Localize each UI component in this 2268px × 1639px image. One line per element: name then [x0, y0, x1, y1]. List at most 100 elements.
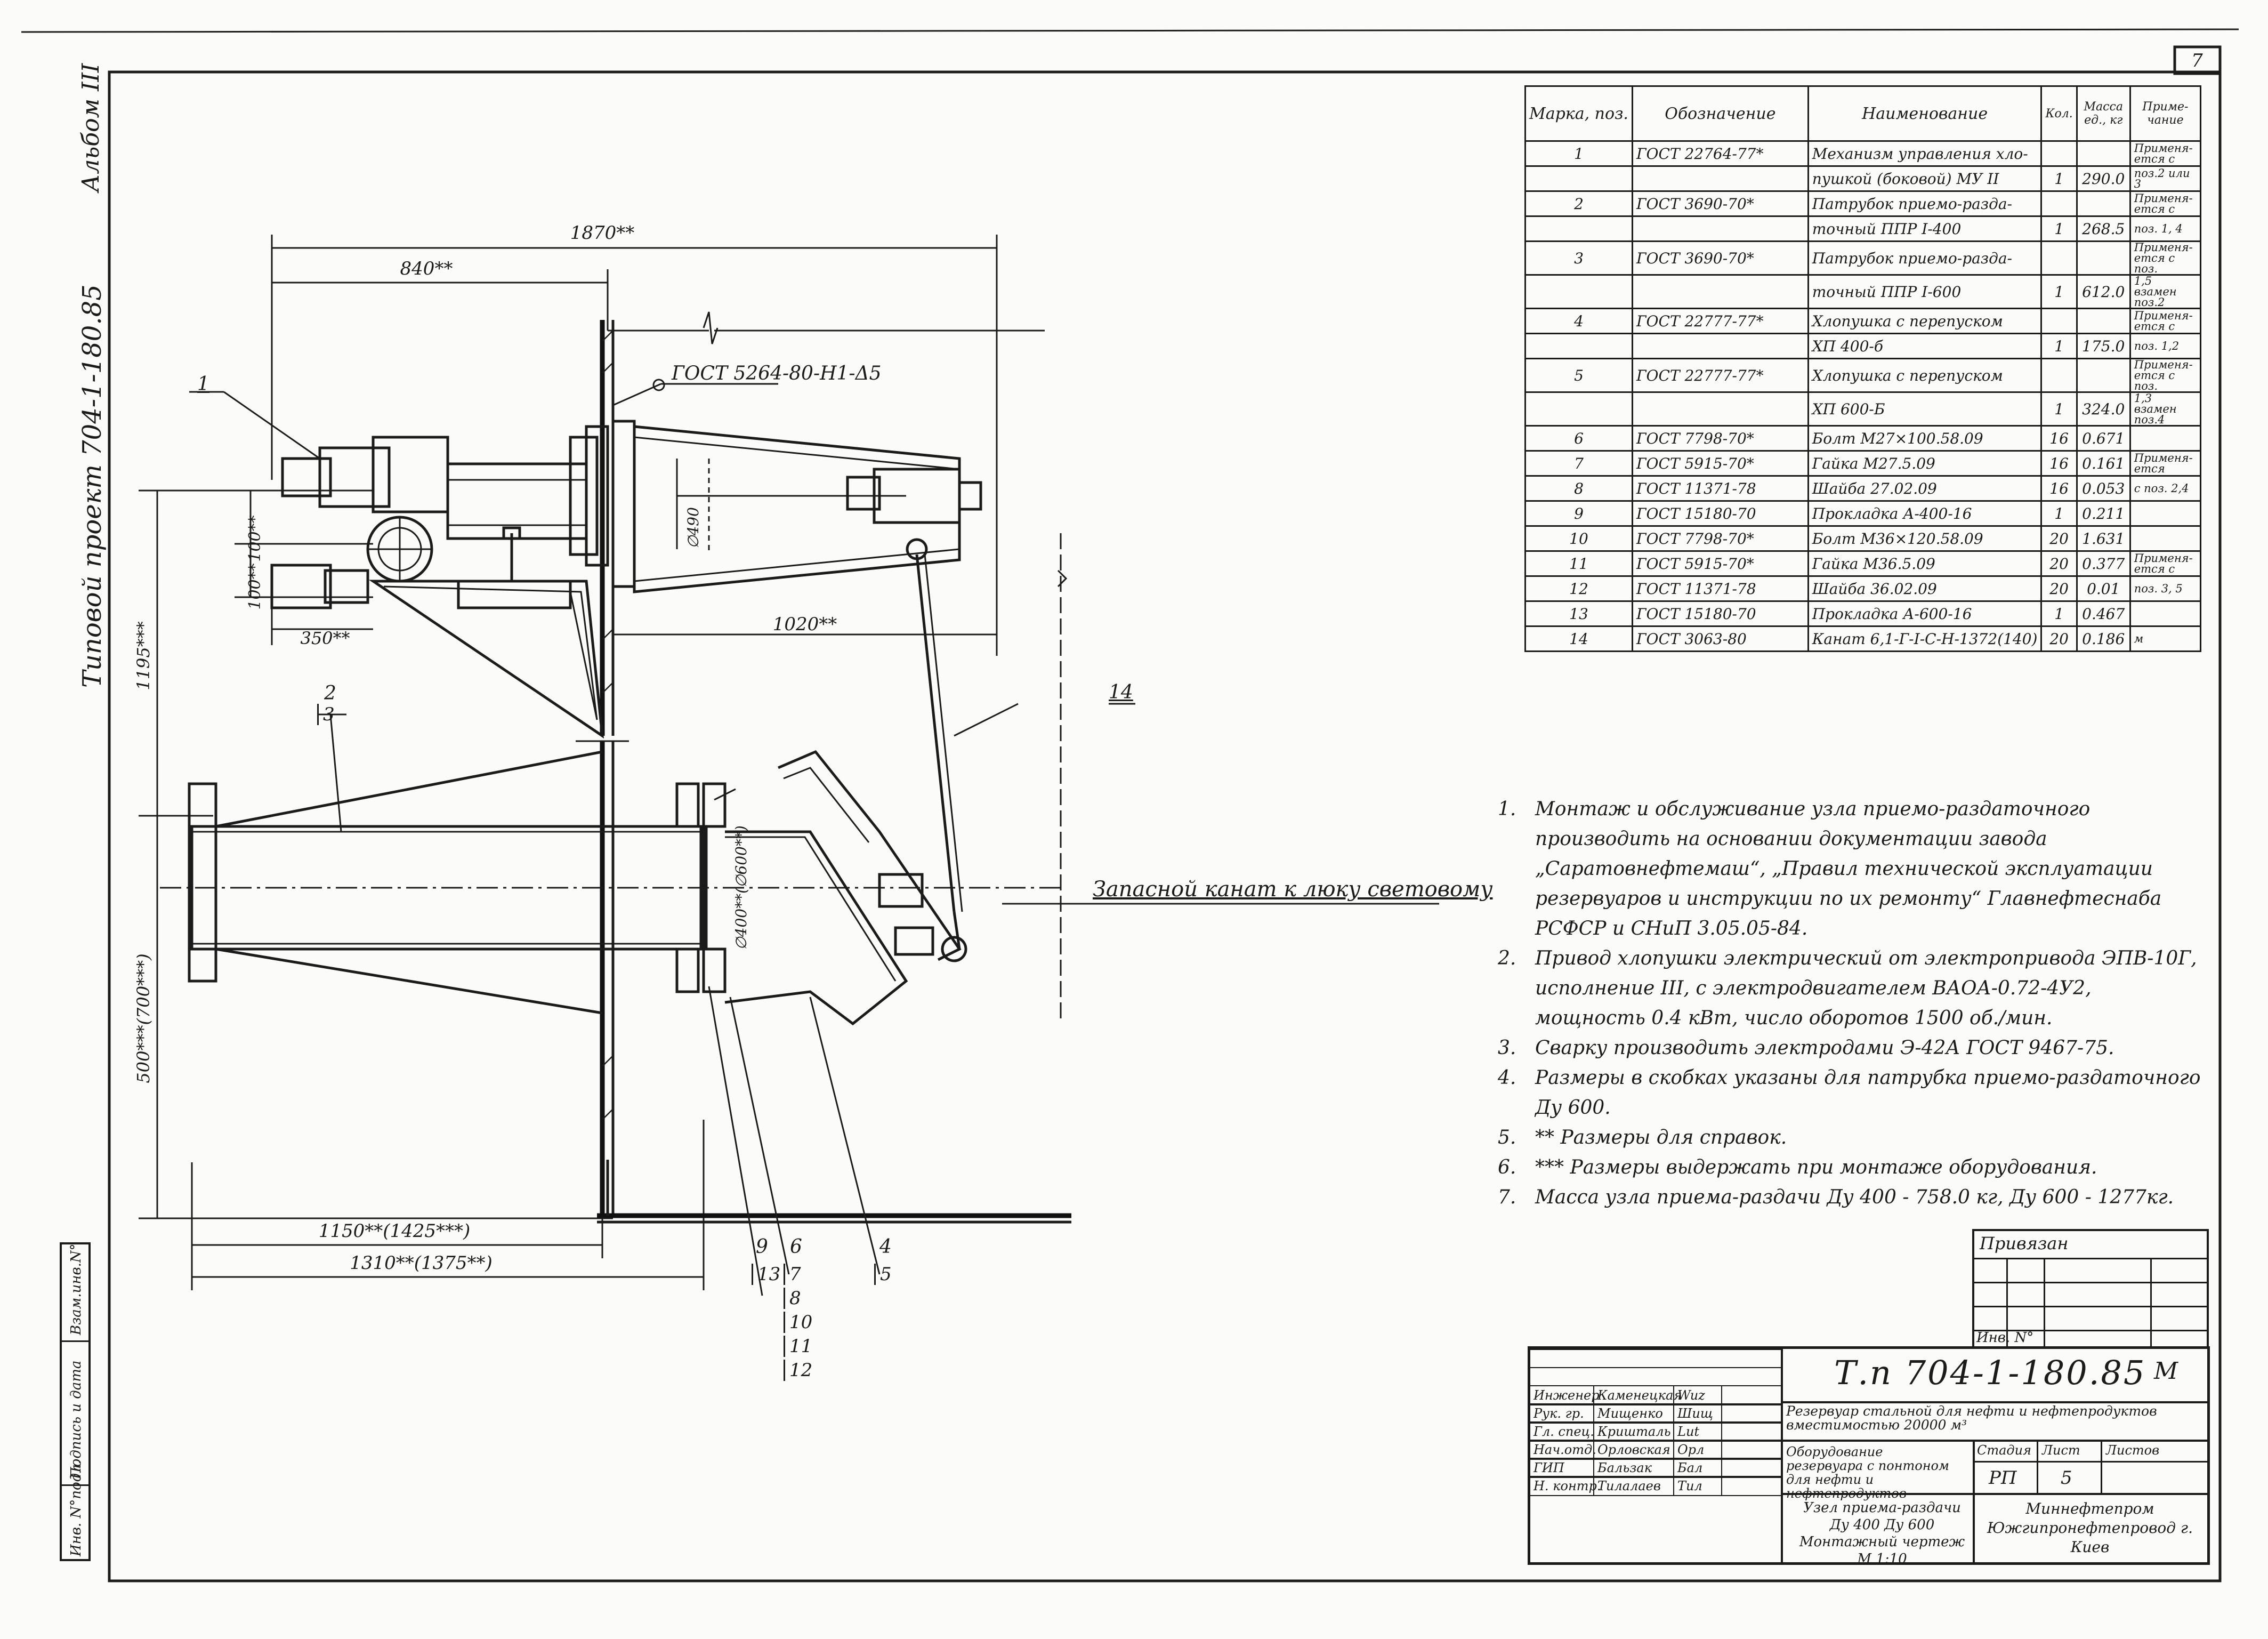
- spec-mark: 2: [1524, 190, 1633, 217]
- spec-designation: ГОСТ 7798-70*: [1631, 425, 1809, 452]
- callout-6: 6: [790, 1236, 802, 1258]
- dim-1195: 1195***: [133, 621, 154, 690]
- spec-qty: [2040, 190, 2078, 217]
- role-name: Каменецкая: [1594, 1386, 1682, 1404]
- drive-frame: ∅490: [611, 420, 982, 593]
- spec-mark: 14: [1524, 625, 1633, 652]
- spec-mass: 268.5: [2076, 215, 2131, 242]
- spec-qty: 1: [2040, 215, 2078, 242]
- spec-name: Болт М36×120.58.09: [1807, 525, 2043, 552]
- spec-qty: 20: [2040, 525, 2078, 552]
- spec-mass: 0.161: [2076, 450, 2131, 477]
- spec-designation: [1631, 274, 1809, 309]
- sheets-label: Листов: [2106, 1443, 2160, 1458]
- note-item: 4.Размеры в скобках указаны для патрубка…: [1498, 1063, 2201, 1123]
- spec-mass: [2076, 308, 2131, 334]
- note-text: Монтаж и обслуживание узла приемо-раздат…: [1535, 798, 2162, 939]
- spec-mark: [1524, 165, 1633, 192]
- callout-14: 14: [1109, 681, 1133, 703]
- spec-note: Применя-ется с: [2129, 308, 2202, 334]
- spec-mark: [1524, 215, 1633, 242]
- dim-1310: 1310**(1375**): [350, 1252, 493, 1274]
- header-mark: Марка, поз.: [1524, 85, 1633, 142]
- role-sign: Орл: [1674, 1441, 1722, 1459]
- role-name: Мищенко: [1594, 1404, 1674, 1423]
- section-name: Оборудование резервуара с понтоном для н…: [1786, 1444, 1949, 1501]
- spec-note: [2129, 525, 2202, 552]
- rope-14: [915, 554, 1019, 912]
- spec-name: Хлопушка с перепуском: [1807, 358, 2043, 393]
- role-sign: Шищ: [1674, 1404, 1722, 1423]
- spec-designation: ГОСТ 22777-77*: [1631, 308, 1809, 334]
- left-stamp: Инв. N°подл. Подпись и дата Взам.инв.N°: [60, 1242, 91, 1561]
- spec-mark: 9: [1524, 500, 1633, 527]
- note-number: 4.: [1498, 1067, 1516, 1089]
- dim-100b: 100**: [246, 563, 264, 609]
- spec-note: Применя-ется с: [2129, 190, 2202, 217]
- sheet-number-box: [2173, 45, 2222, 75]
- general-notes: 1.Монтаж и обслуживание узла приемо-разд…: [1498, 794, 2201, 1212]
- spec-designation: ГОСТ 22764-77*: [1631, 140, 1809, 167]
- spec-qty: 16: [2040, 475, 2078, 502]
- note-item: 6.*** Размеры выдержать при монтаже обор…: [1498, 1153, 2201, 1183]
- spec-designation: ГОСТ 11371-78: [1631, 475, 1809, 502]
- document-revision: М: [2154, 1357, 2178, 1385]
- stage-label: Стадия: [1977, 1443, 2031, 1458]
- specification-table: Марка, поз. Обозначение Наименование Кол…: [1524, 85, 2202, 652]
- album-label: Альбом III: [77, 63, 104, 192]
- spec-note: [2129, 600, 2202, 627]
- spec-mass: 0.053: [2076, 475, 2131, 502]
- binding-block: Привязан Инв. N°: [1972, 1229, 2209, 1348]
- project-label: Типовой проект 704-1-180.85: [77, 284, 107, 688]
- weld-symbol: [652, 379, 665, 391]
- sheet-label: Лист: [2042, 1443, 2080, 1458]
- header-mass: Масса ед., кг: [2076, 85, 2131, 142]
- dim-500: 500***(700***): [133, 953, 154, 1083]
- spec-mass: 0.467: [2076, 600, 2131, 627]
- spec-mark: 12: [1524, 575, 1633, 602]
- header-name: Наименование: [1807, 85, 2043, 142]
- sheet-value: 5: [2061, 1467, 2072, 1489]
- role-sign: Wuz: [1674, 1386, 1722, 1404]
- spec-qty: 16: [2040, 425, 2078, 452]
- organization: Миннефтепром Южгипронефтепровод г. Киев: [1987, 1500, 2193, 1556]
- spec-mass: 0.671: [2076, 425, 2131, 452]
- dim-1150: 1150**(1425***): [319, 1220, 471, 1242]
- spec-mass: 1.631: [2076, 525, 2131, 552]
- spec-name: Болт М27×100.58.09: [1807, 425, 2043, 452]
- spec-designation: [1631, 333, 1809, 359]
- tank-wall: [597, 311, 1071, 1224]
- spec-name: Прокладка А-600-16: [1807, 600, 2043, 627]
- note-item: 7.Масса узла приема-раздачи Ду 400 - 758…: [1498, 1183, 2201, 1212]
- spec-designation: [1631, 165, 1809, 192]
- spec-mass: [2076, 358, 2131, 393]
- spec-qty: [2040, 140, 2078, 167]
- spec-qty: 1: [2040, 333, 2078, 359]
- spec-name: Прокладка А-400-16: [1807, 500, 2043, 527]
- note-text: *** Размеры выдержать при монтаже оборуд…: [1535, 1156, 2097, 1178]
- spec-qty: 1: [2040, 500, 2078, 527]
- spec-mark: 7: [1524, 450, 1633, 477]
- spec-mass: 175.0: [2076, 333, 2131, 359]
- role-name: Бальзак: [1594, 1459, 1674, 1477]
- spec-note: 1,5 взамен поз.2: [2129, 274, 2202, 309]
- gost-weld-label: ГОСТ 5264-80-Н1-Δ5: [672, 363, 882, 384]
- spec-note: [2129, 425, 2202, 452]
- callout-11: 11: [784, 1336, 814, 1357]
- spec-qty: 1: [2040, 600, 2078, 627]
- dimension-lines: 1870** 840** 350** 1020** 1150**(1425***…: [139, 222, 998, 1290]
- dim-100a: 100**: [246, 515, 264, 561]
- spec-designation: ГОСТ 5915-70*: [1631, 550, 1809, 577]
